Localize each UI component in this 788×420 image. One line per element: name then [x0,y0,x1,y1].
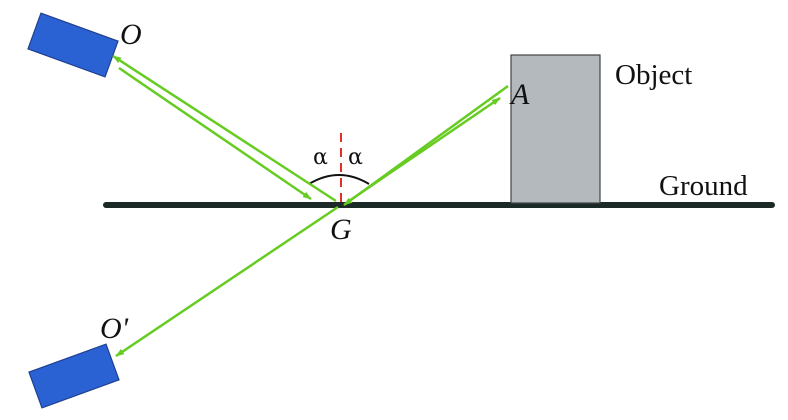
label-ground: Ground [659,170,748,202]
label-a: A [509,78,530,111]
label-alpha-left: α [313,145,328,170]
angle-arc [308,174,370,185]
label-g: G [330,213,352,246]
label-alpha-right: α [348,145,363,170]
label-object: Object [615,59,692,91]
ray-a-to-g [343,84,509,207]
ray-o-to-g [118,66,312,201]
observer-device-icon [27,12,119,78]
mirror-device-icon [28,343,120,409]
ray-g-to-o [112,54,337,203]
object-block [510,54,601,204]
label-o-prime: O' [100,312,129,345]
label-o: O [120,18,142,51]
ray-g-to-o-prime [115,205,339,358]
